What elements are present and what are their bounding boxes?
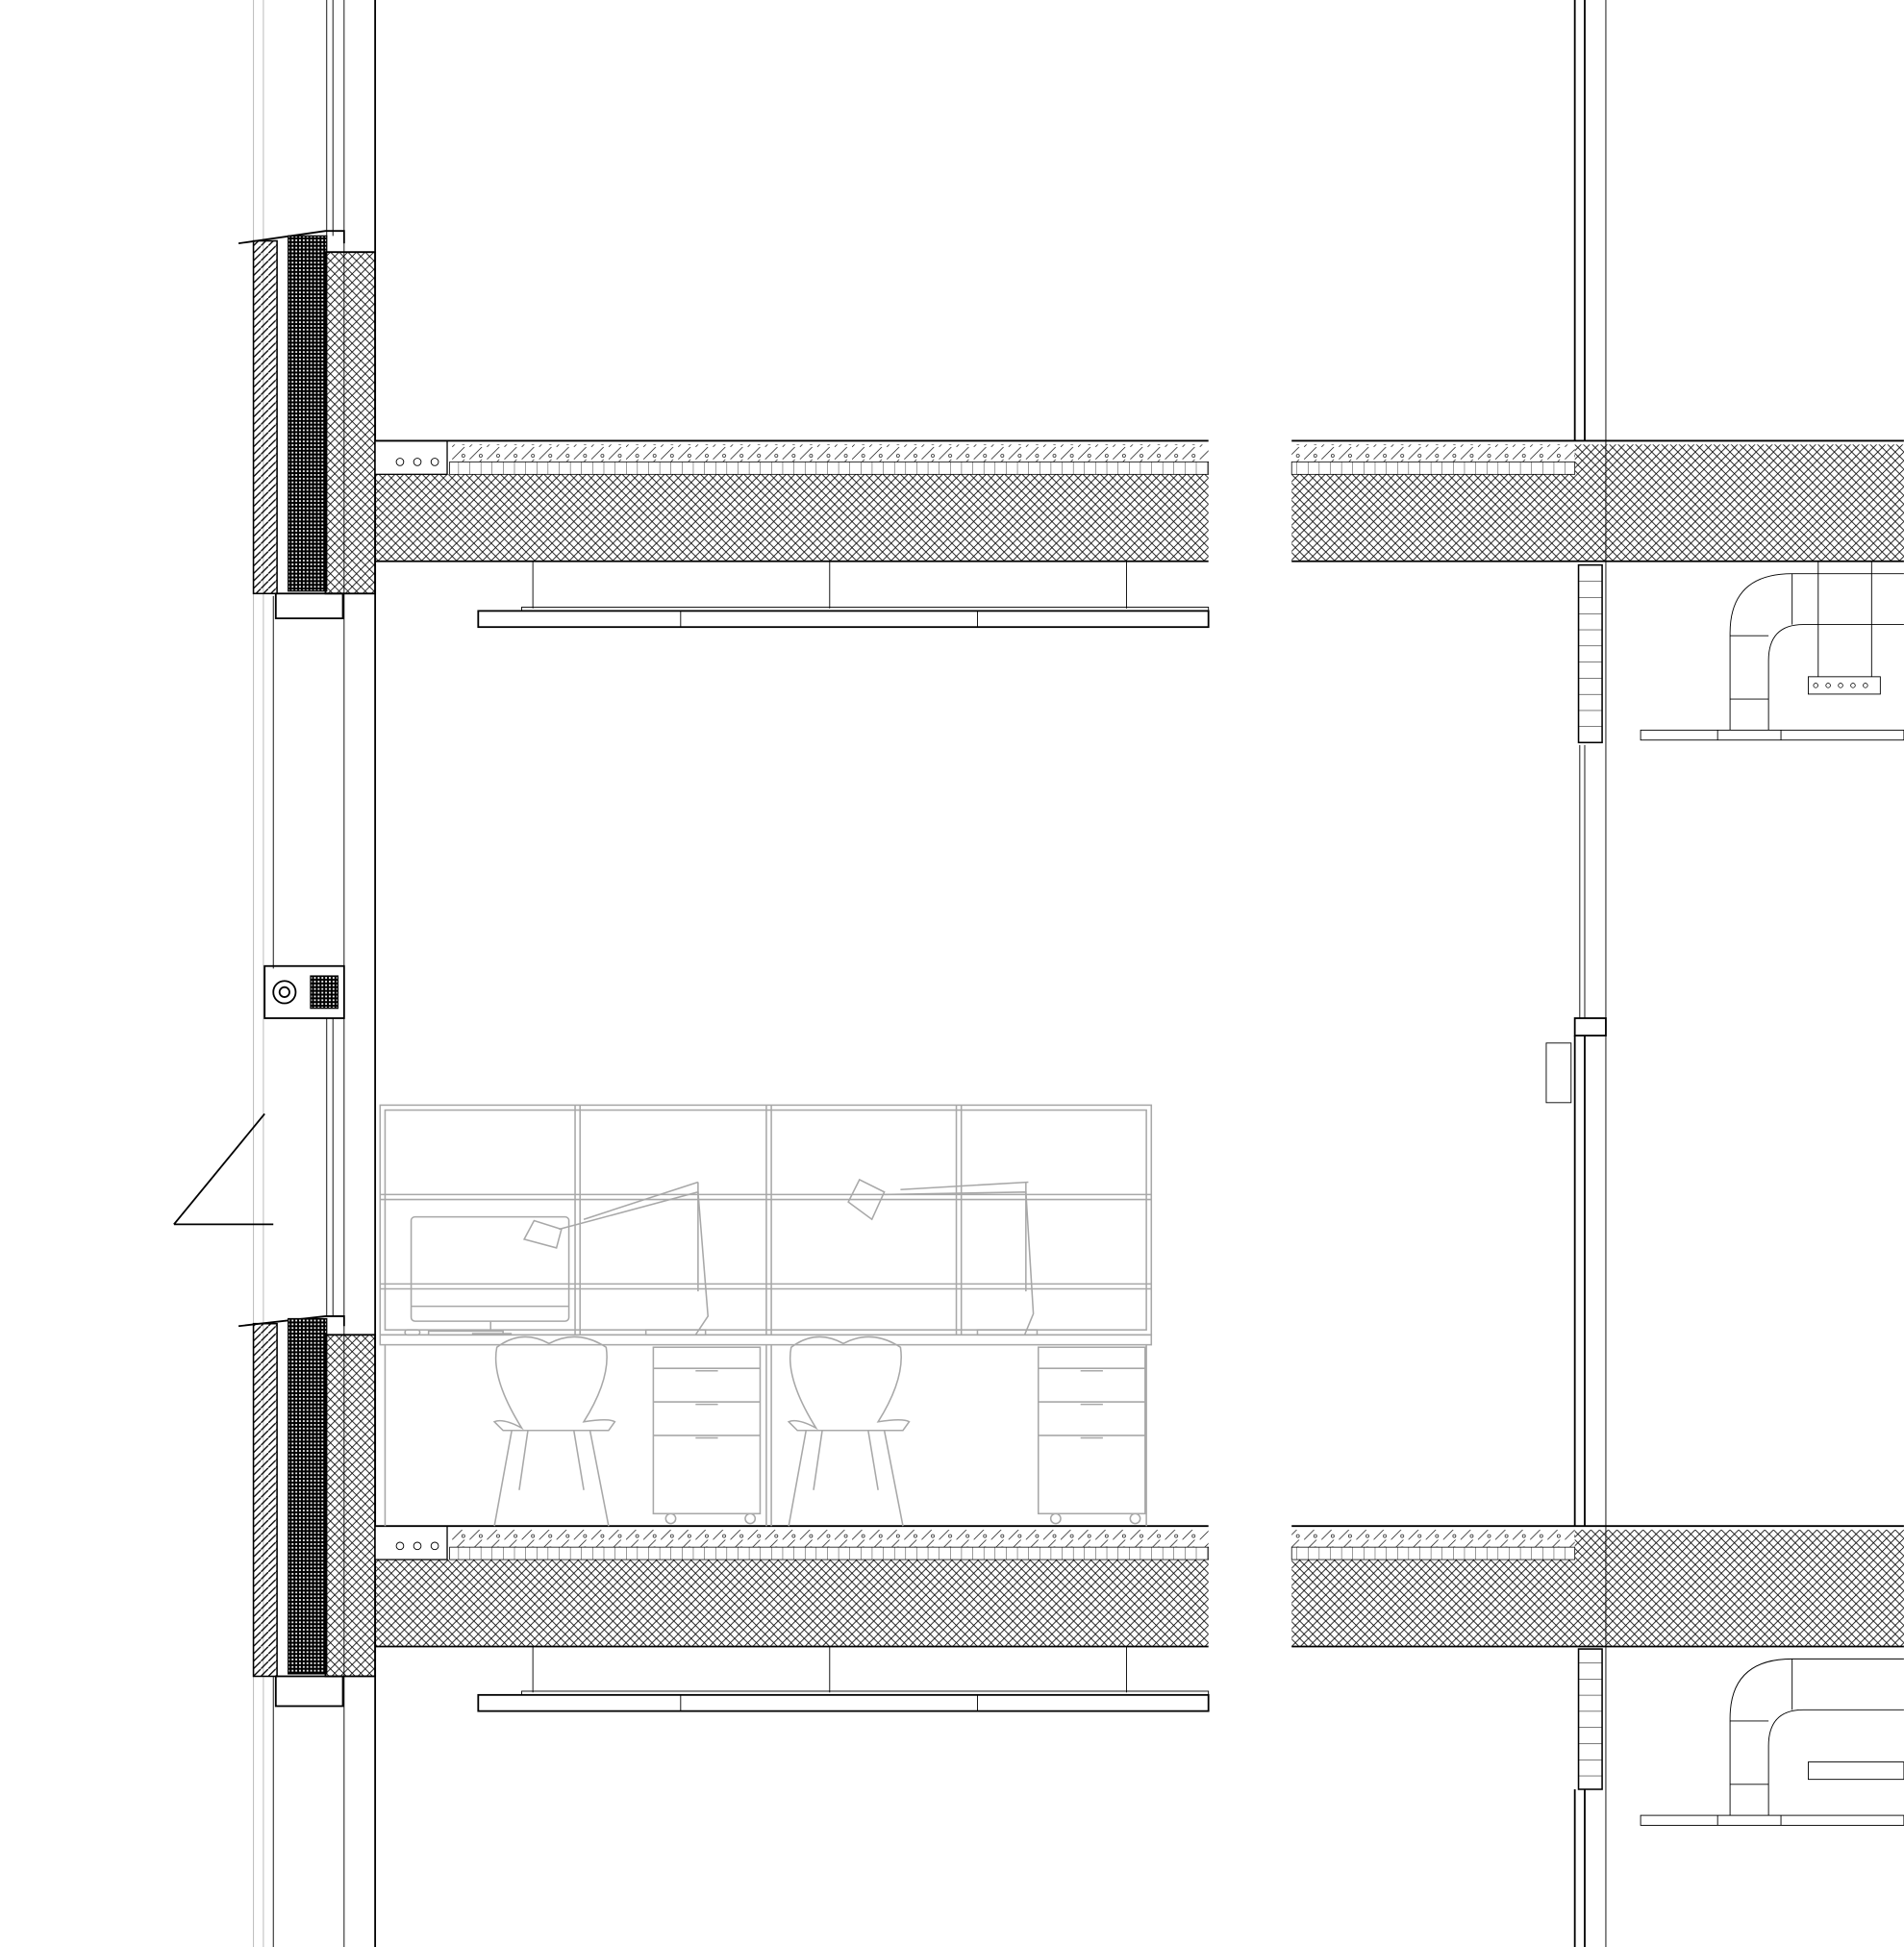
floor-slab-lower: [374, 1525, 1904, 1648]
desk-lamp-left: [522, 1181, 710, 1336]
floor-slab-upper: [374, 439, 1904, 562]
hvac-duct-upper: [1640, 561, 1904, 741]
drawer-unit-left: [652, 1346, 762, 1525]
chair-right: [787, 1335, 911, 1527]
facade-panel-lower: [238, 1315, 377, 1708]
partition-wall: [1545, 0, 1607, 1947]
window-transom-box: [263, 964, 345, 1019]
sunshade: [173, 1112, 274, 1226]
chair-left: [492, 1335, 616, 1527]
ceiling-panel-lower: [477, 1646, 1210, 1712]
drawer-unit-right: [1037, 1346, 1146, 1525]
monitor: [404, 1215, 570, 1336]
bookshelf: [379, 1104, 1153, 1336]
desk: [379, 1334, 1153, 1527]
desk-lamp-right: [847, 1178, 1039, 1336]
facade-panel-upper: [238, 230, 377, 620]
ceiling-panel-upper: [477, 561, 1210, 629]
hvac-duct-lower: [1640, 1658, 1904, 1826]
